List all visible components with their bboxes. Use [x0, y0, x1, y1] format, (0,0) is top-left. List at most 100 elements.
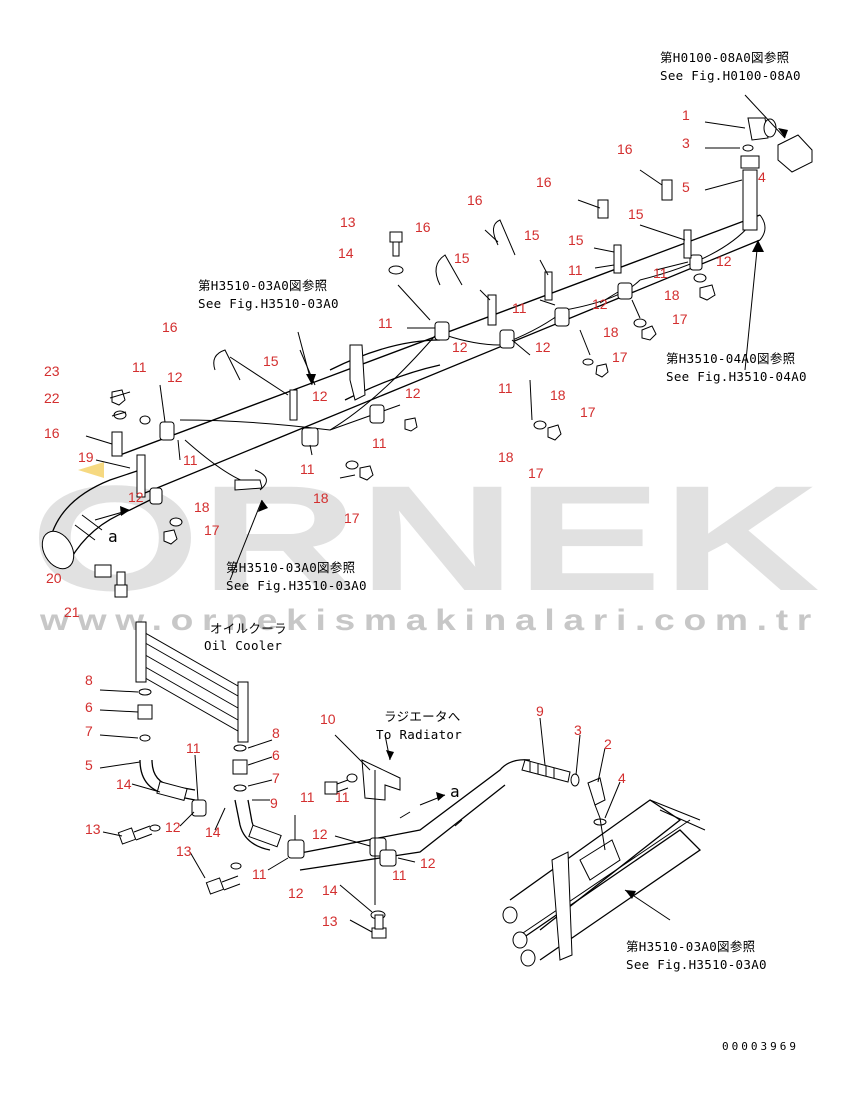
callout-15-d: 15	[454, 250, 470, 266]
watermark: ORNEK www.ornekismakinalari.com.tr	[30, 454, 820, 637]
watermark-brand: ORNEK	[30, 454, 820, 622]
clamp-12-e	[689, 254, 703, 271]
washer-14	[388, 265, 404, 275]
hose-14-left	[156, 780, 188, 802]
short-link-a	[329, 404, 401, 431]
callout-14-left: 14	[116, 776, 132, 792]
callout-15-e: 15	[263, 353, 279, 369]
washer-18-a	[633, 318, 647, 328]
ubolt-16-b	[493, 219, 516, 256]
nut-17-f	[163, 529, 178, 545]
callout-12-e: 12	[405, 385, 421, 401]
callout-12-c: 12	[535, 339, 551, 355]
callout-18-b: 18	[603, 324, 619, 340]
callout-14-lower: 14	[205, 824, 221, 840]
callout-12-b: 12	[592, 296, 608, 312]
watermark-url: www.ornekismakinalari.com.tr	[39, 604, 820, 637]
document-number: 00003969	[722, 1040, 799, 1053]
arrow-h3510-bot-head	[625, 890, 636, 899]
right-hose	[639, 224, 751, 281]
callout-12-d: 12	[452, 339, 468, 355]
callout-16-b: 16	[536, 174, 552, 190]
left-hose-opening	[41, 530, 75, 570]
callout-5-left: 5	[85, 757, 93, 773]
clamp-12-lower-b	[287, 839, 305, 859]
line-break-a	[399, 811, 411, 819]
label-radiator-jp: ラジエータへ	[384, 709, 461, 724]
callout-12-lower-b: 12	[312, 826, 328, 842]
main-tube-edge-bottom	[139, 239, 761, 496]
callout-8-left: 8	[85, 672, 93, 688]
callout-11-i2: 11	[183, 452, 198, 468]
callout-16-a: 16	[617, 141, 633, 157]
bolt-13-lower-b	[205, 877, 225, 895]
clamp-12-b	[499, 329, 515, 349]
oring-3-lower	[570, 773, 580, 787]
callout-11-f: 11	[372, 435, 387, 451]
lower-cooler-assembly	[99, 621, 706, 967]
bolt-13-head	[389, 231, 403, 243]
elbow-2	[587, 777, 606, 806]
callout-12-g: 12	[167, 369, 183, 385]
callout-17-f: 17	[204, 522, 220, 538]
frame-assembly	[502, 799, 706, 967]
callout-11-b: 11	[653, 265, 668, 281]
bracket-15-f	[136, 454, 146, 498]
callout-13-upper: 13	[340, 214, 356, 230]
callout-11-e: 11	[498, 380, 513, 396]
ref-h3510-top-en: See Fig.H3510-03A0	[198, 296, 339, 311]
bolt-13-lower-a	[117, 827, 137, 845]
callout-17-b: 17	[612, 349, 628, 365]
callout-15-b: 15	[524, 227, 540, 243]
callout-8-right: 8	[272, 725, 280, 741]
ubolt-16-c	[597, 199, 609, 219]
mark-a-lower: a	[450, 782, 460, 801]
oring-8-b	[233, 744, 247, 752]
reference-labels: 第H0100-08A0図参照 See Fig.H0100-08A0 第H3510…	[108, 50, 807, 972]
washer-18-b	[693, 273, 707, 283]
clamp-12-c	[554, 307, 570, 327]
callout-11-lower-d: 11	[252, 866, 267, 882]
watermark-triangle-icon	[78, 462, 104, 478]
callout-12-f: 12	[312, 388, 328, 404]
callout-18-f: 18	[194, 499, 210, 515]
main-tube-end	[759, 214, 766, 241]
callout-14-upper: 14	[338, 245, 354, 261]
callout-11-a: 11	[568, 262, 583, 278]
ref-h3510-bot-en: See Fig.H3510-03A0	[626, 957, 767, 972]
callout-16-d2: 16	[415, 219, 431, 235]
arrow-h3510-mid-head	[258, 500, 268, 512]
label-oil-cooler-jp: オイルクーラ	[210, 621, 287, 636]
callout-11-lower-e: 11	[392, 867, 407, 883]
ubolt-16-d	[661, 179, 673, 201]
callout-16-e: 16	[162, 319, 178, 335]
callout-12-lower-a: 12	[165, 819, 181, 835]
oil-cooler-tank-left	[135, 621, 147, 683]
ubolt-16-e	[213, 349, 241, 381]
callout-11-g: 11	[300, 461, 315, 477]
nut-23	[111, 389, 126, 406]
callout-13-lower-c: 13	[322, 913, 338, 929]
oring-7-b	[233, 784, 247, 792]
clamp-12-g	[301, 427, 319, 447]
nut-extra	[404, 417, 418, 432]
washer-18-d	[533, 420, 547, 430]
callout-11-lower-b: 11	[300, 789, 315, 805]
label-radiator-en: To Radiator	[376, 727, 462, 742]
ref-h0100-jp: 第H0100-08A0図参照	[660, 50, 789, 65]
callout-11-h: 11	[132, 359, 147, 375]
callout-4-lower: 4	[618, 770, 626, 786]
arrow-a-lower-head	[436, 792, 445, 801]
ref-h3510-04-en: See Fig.H3510-04A0	[666, 369, 807, 384]
callout-4-upper: 4	[758, 169, 766, 185]
callout-13-lower-b: 13	[176, 843, 192, 859]
callout-19: 19	[78, 449, 94, 465]
mid-hose	[444, 279, 641, 346]
nut-17-e	[359, 465, 374, 481]
callout-6-left: 6	[85, 699, 93, 715]
callout-5-upper: 5	[682, 179, 690, 195]
callout-18-a: 18	[664, 287, 680, 303]
callout-3-lower: 3	[574, 722, 582, 738]
callout-16-f: 16	[44, 425, 60, 441]
